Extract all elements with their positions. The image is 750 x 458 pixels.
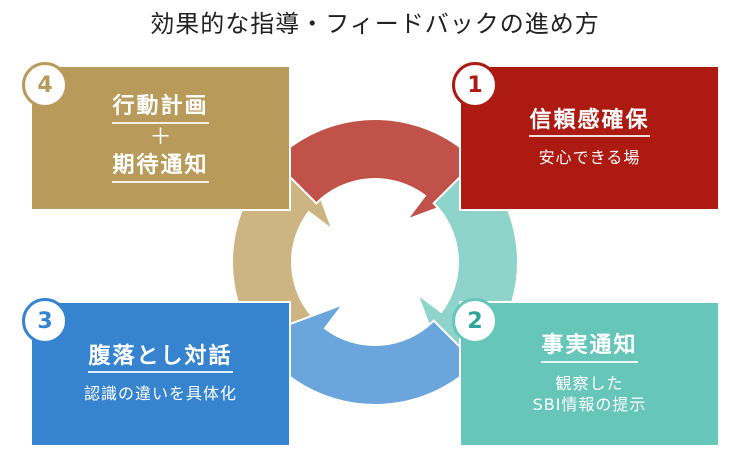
step-3-sub: 認識の違いを具体化 <box>83 384 237 404</box>
step-1-badge: 1 <box>452 62 498 108</box>
step-1-heading: 信頼感確保 <box>529 107 650 138</box>
step-4-heading-2: 期待通知 <box>112 152 209 183</box>
step-1-box: 信頼感確保 安心できる場 <box>461 67 718 209</box>
step-2-sub: 観察した SBI情報の提示 <box>532 373 647 415</box>
step-3-badge: 3 <box>22 298 68 344</box>
step-4-heading: 行動計画 <box>112 93 209 124</box>
step-4-badge: 4 <box>22 62 68 108</box>
step-3-heading: 腹落とし対話 <box>88 343 233 374</box>
step-2-box: 事実通知 観察した SBI情報の提示 <box>461 303 718 445</box>
step-3-box: 腹落とし対話 認識の違いを具体化 <box>32 303 289 445</box>
step-4-box: 行動計画 ＋ 期待通知 <box>32 67 289 209</box>
step-2-heading: 事実通知 <box>541 332 638 363</box>
step-2-badge: 2 <box>452 298 498 344</box>
step-4-plus: ＋ <box>149 124 172 150</box>
step-1-sub: 安心できる場 <box>538 148 641 168</box>
diagram-title: 効果的な指導・フィードバックの進め方 <box>150 10 600 38</box>
